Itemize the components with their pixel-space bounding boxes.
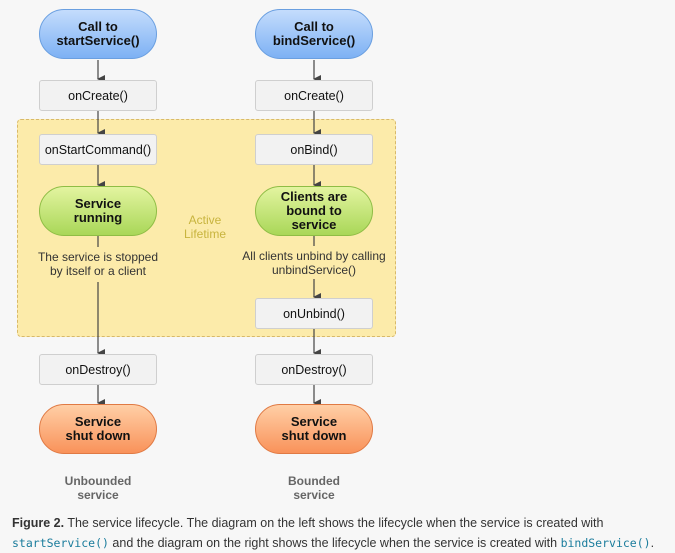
on-destroy-node-left: onDestroy(): [39, 354, 157, 385]
figure-caption: Figure 2. The service lifecycle. The dia…: [12, 516, 655, 550]
on-start-command-node: onStartCommand(): [39, 134, 157, 165]
figure-number: Figure 2.: [12, 516, 65, 530]
start-service-code: startService(): [12, 536, 109, 550]
on-destroy-node-right: onDestroy(): [255, 354, 373, 385]
on-create-node-left: onCreate(): [39, 80, 157, 111]
on-bind-node: onBind(): [255, 134, 373, 165]
arrows: [97, 60, 321, 407]
on-unbind-node: onUnbind(): [255, 298, 373, 329]
bind-service-code: bindService(): [560, 536, 651, 550]
on-create-node-right: onCreate(): [255, 80, 373, 111]
